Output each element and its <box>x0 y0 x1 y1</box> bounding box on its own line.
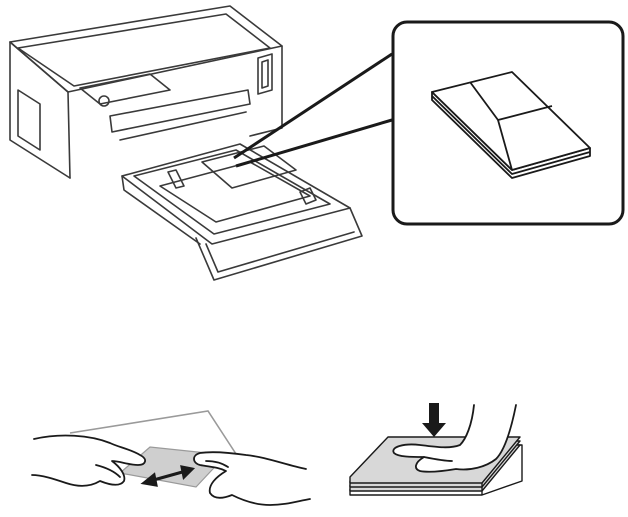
printer-ink-window-inner <box>262 60 268 88</box>
edge-guide-left <box>168 170 184 188</box>
align-envelope-illustration <box>32 411 310 505</box>
handling-drawing <box>0 395 628 517</box>
press-envelope-illustration <box>350 403 522 495</box>
printer-side-panel <box>18 90 40 150</box>
press-arrow-shaft <box>429 403 439 425</box>
paper-cassette-extension <box>196 208 362 280</box>
left-hand <box>32 436 145 486</box>
printer-panel <box>80 74 170 104</box>
printer-output-slot <box>110 90 250 132</box>
right-hand <box>194 452 310 505</box>
press-arrow-head <box>422 423 446 437</box>
press-down-arrow-icon <box>422 403 446 437</box>
power-button-icon <box>99 96 109 106</box>
printer-illustration <box>0 0 628 300</box>
paper-cassette-extension-inner <box>206 232 354 272</box>
handling-illustrations <box>0 395 628 517</box>
printer-drawing <box>0 0 628 300</box>
printer-top-cover <box>10 6 282 92</box>
printer-ink-window <box>258 54 272 94</box>
